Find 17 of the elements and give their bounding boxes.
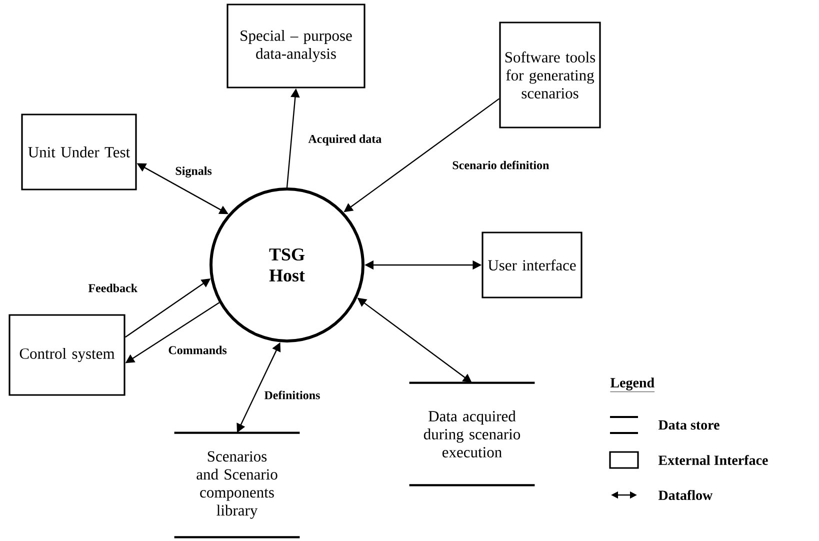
external-interface-box: Control system <box>8 314 126 396</box>
external-interface-box: Software tools for generating scenarios <box>499 22 601 128</box>
edge-label: Acquired data <box>308 134 382 146</box>
edge-label: Feedback <box>88 284 138 292</box>
edge-label: Definitions <box>264 390 320 400</box>
edge-label: Commands <box>168 346 227 354</box>
data-store: Scenarios and Scenario components library <box>174 432 300 538</box>
external-interface-box: Unit Under Test <box>21 114 137 190</box>
legend-text: Data store <box>658 420 720 430</box>
external-interface-box: Special – purpose data-analysis <box>226 4 366 88</box>
edge-label: Scenario definition <box>452 160 550 170</box>
legend-text: External Interface <box>658 455 768 465</box>
legend-text: Dataflow <box>658 490 713 500</box>
edge-label: Signals <box>176 166 212 178</box>
legend-title: Legend <box>610 378 655 392</box>
data-store: Data acquired during scenario execution <box>409 382 535 486</box>
external-interface-box: User interface <box>482 232 582 298</box>
